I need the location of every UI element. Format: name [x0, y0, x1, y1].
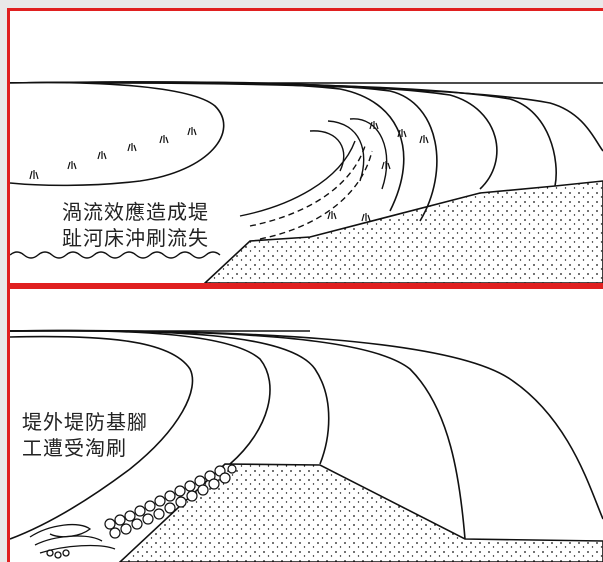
top-diagram-panel: 渦流效應造成堤 趾河床沖刷流失: [7, 8, 603, 286]
top-scour-illustration: [10, 81, 603, 283]
grass-tufts: [29, 121, 429, 222]
bottom-eddy-swirls: [29, 523, 116, 559]
eddy-lines: [239, 118, 388, 240]
top-caption-line-1: 渦流效應造成堤: [62, 200, 209, 224]
top-caption-line-2: 趾河床沖刷流失: [62, 226, 209, 250]
bottom-levee-slope-lines: [10, 329, 603, 540]
bottom-inner-bank: [10, 335, 194, 540]
riprap-boulders: [104, 464, 237, 539]
bottom-caption-line-2: 工遭受淘刷: [22, 436, 127, 460]
sand-bar-lens: [10, 81, 225, 187]
levee-foundation: [203, 180, 603, 283]
bottom-caption-line-1: 堤外堤防基腳: [22, 410, 148, 434]
water-surface-waves: [10, 251, 221, 259]
bottom-caption: 堤外堤防基腳 工遭受淘刷: [22, 409, 148, 461]
bottom-foundation: [118, 463, 603, 562]
bottom-diagram-panel: 堤外堤防基腳 工遭受淘刷: [7, 286, 603, 562]
bottom-scour-illustration: [10, 329, 603, 562]
levee-slope-lines: [10, 81, 603, 222]
top-caption: 渦流效應造成堤 趾河床沖刷流失: [62, 199, 209, 251]
